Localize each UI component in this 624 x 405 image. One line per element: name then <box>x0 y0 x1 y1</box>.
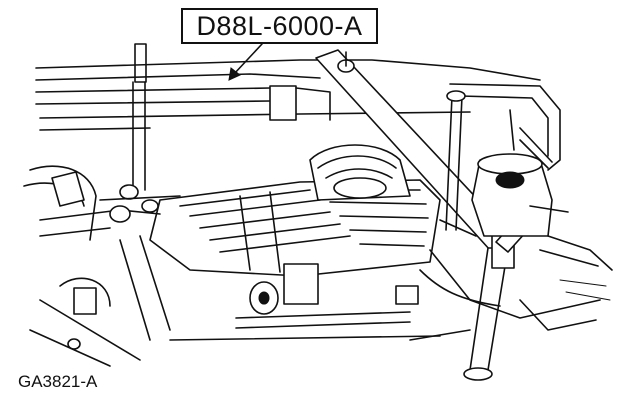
callout-leader-arrow <box>228 43 263 81</box>
part-number-callout: D88L-6000-A <box>181 8 378 44</box>
upper-support-rails <box>35 59 541 131</box>
right-engine-components <box>409 219 611 341</box>
left-lift-stud <box>119 43 147 200</box>
vertical-lift-rod <box>463 221 527 381</box>
alternator-bracket <box>169 263 441 341</box>
right-brace <box>449 83 561 171</box>
part-number-label: D88L-6000-A <box>196 10 363 41</box>
figure-id-label: GA3821-A <box>18 372 98 391</box>
mid-lift-stud <box>445 90 466 231</box>
air-intake-tube <box>309 144 411 201</box>
left-engine-components <box>23 165 181 367</box>
fluid-reservoir <box>471 153 613 271</box>
